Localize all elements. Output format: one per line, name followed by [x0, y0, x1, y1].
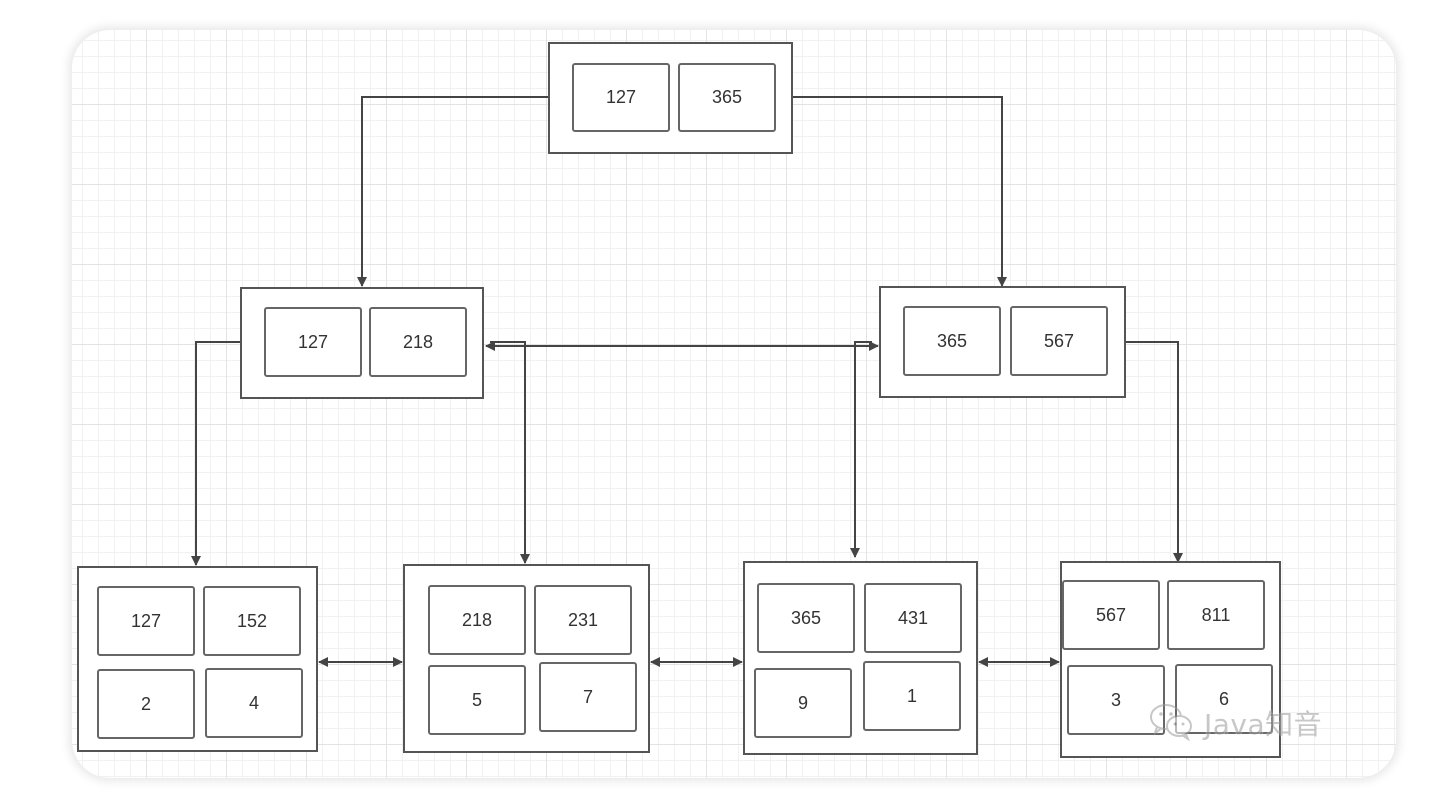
leaf-value-cell: 9 [754, 668, 852, 738]
leaf-key-cell: 218 [428, 585, 526, 655]
leaf-key-cell: 152 [203, 586, 301, 656]
internal-key-cell: 567 [1010, 306, 1108, 376]
leaf-node-2: 218 231 5 7 [403, 564, 650, 753]
leaf-key-cell: 567 [1062, 580, 1160, 650]
leaf-value-cell: 4 [205, 668, 303, 738]
root-node: 127 365 [548, 42, 793, 154]
root-key-cell: 365 [678, 63, 776, 132]
watermark-text: Java知音 [1204, 708, 1323, 741]
leaf-key-cell: 811 [1167, 580, 1265, 650]
leaf-value-cell: 3 [1067, 665, 1165, 735]
leaf-key-cell: 231 [534, 585, 632, 655]
leaf-value-cell: 7 [539, 662, 637, 732]
leaf-node-1: 127 152 2 4 [77, 566, 318, 752]
internal-node-left: 127 218 [240, 287, 484, 399]
leaf-value-cell: 1 [863, 661, 961, 731]
internal-key-cell: 218 [369, 307, 467, 377]
leaf-node-3: 365 431 9 1 [743, 561, 978, 755]
leaf-key-cell: 365 [757, 583, 855, 653]
leaf-key-cell: 127 [97, 586, 195, 656]
wechat-icon [1148, 701, 1196, 746]
root-key-cell: 127 [572, 63, 670, 132]
internal-key-cell: 127 [264, 307, 362, 377]
watermark: Java知音 [1148, 700, 1358, 746]
leaf-value-cell: 2 [97, 669, 195, 739]
internal-node-right: 365 567 [879, 286, 1126, 398]
leaf-value-cell: 5 [428, 665, 526, 735]
internal-key-cell: 365 [903, 306, 1001, 376]
leaf-key-cell: 431 [864, 583, 962, 653]
